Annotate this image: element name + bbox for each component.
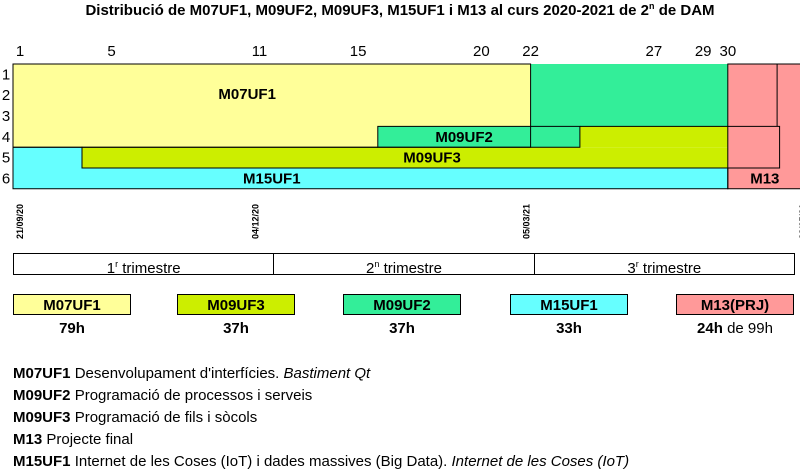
- block-m09uf2-2: [530, 126, 580, 148]
- block-m09uf2-0: [530, 64, 728, 127]
- trimester-label: trimestre: [379, 260, 442, 277]
- summary-hours: 37h: [223, 320, 249, 337]
- summary-box-1: M07UF1: [13, 294, 131, 315]
- diagram-title: Distribució de M07UF1, M09UF2, M09UF3, M…: [0, 1, 800, 19]
- block-label-m09uf2: M09UF2: [435, 129, 493, 146]
- summary-box-5: M13(PRJ): [676, 294, 794, 315]
- trimester-label: trimestre: [118, 260, 181, 277]
- trimester-sup: r: [635, 259, 639, 269]
- block-m09uf2-1: [377, 126, 531, 148]
- trimester-2: 2n trimestre: [274, 254, 535, 277]
- legend-text: Desenvolupament d'interfícies.: [70, 365, 284, 382]
- title-main: Distribució de M07UF1, M09UF2, M09UF3, M…: [85, 2, 650, 19]
- block-m15-0: [13, 147, 83, 168]
- outline-m15: [12, 146, 729, 190]
- legend-code: M15UF1: [13, 453, 71, 470]
- trimester-num: 2: [366, 260, 375, 277]
- legend-italic: Internet de les Coses (IoT): [451, 453, 630, 470]
- legend-code: M13: [13, 431, 43, 448]
- week-tick-11: 11: [252, 43, 268, 60]
- hour-row-2: 2: [2, 87, 10, 104]
- date-label-33: 28/05/21: [798, 204, 800, 239]
- summary-hours-5: 24h de 99h: [656, 320, 800, 337]
- summary-box-2: M09UF3: [177, 294, 295, 315]
- week-tick-15: 15: [350, 43, 367, 60]
- trimester-sup: r: [115, 259, 119, 269]
- hour-row-4: 4: [2, 129, 10, 146]
- week-tick-29: 29: [695, 43, 712, 60]
- legend-row-5: M15UF1 Internet de les Coses (IoT) i dad…: [13, 451, 629, 473]
- summary-hours: 37h: [389, 320, 415, 337]
- block-m15-1: [13, 168, 728, 189]
- module-legend: M07UF1 Desenvolupament d'interfícies. Ba…: [13, 363, 629, 473]
- trimester-sup: n: [374, 259, 380, 269]
- week-tick-20: 20: [473, 43, 490, 60]
- block-m09uf3-1: [579, 126, 728, 148]
- block-label-m09uf3: M09UF3: [403, 150, 461, 167]
- block-label-m07: M07UF1: [218, 86, 276, 103]
- legend-code: M09UF2: [13, 387, 71, 404]
- summary-box-3: M09UF2: [343, 294, 461, 315]
- date-label-11: 04/12/20: [251, 204, 261, 239]
- legend-row-3: M09UF3 Programació de fils i sòcols: [13, 407, 629, 429]
- hour-row-6: 6: [2, 170, 10, 187]
- week-tick-5: 5: [107, 43, 115, 60]
- outline-m13: [727, 63, 800, 190]
- legend-text: Programació de fils i sòcols: [70, 409, 258, 426]
- week-tick-22: 22: [522, 43, 539, 60]
- week-tick-1: 1: [16, 43, 24, 60]
- trimester-num: 3: [627, 260, 636, 277]
- hour-row-3: 3: [2, 108, 10, 125]
- title-tail: de DAM: [654, 2, 715, 19]
- week-tick-30: 30: [720, 43, 737, 60]
- block-m09uf3-0: [82, 147, 728, 168]
- legend-text: Projecte final: [42, 431, 134, 448]
- hour-row-1: 1: [2, 66, 10, 83]
- title-sup: n: [649, 1, 655, 11]
- legend-row-2: M09UF2 Programació de processos i servei…: [13, 385, 629, 407]
- block-label-m13: M13: [750, 170, 779, 187]
- trimester-1: 1r trimestre: [14, 254, 275, 277]
- legend-row-4: M13 Projecte final: [13, 429, 629, 451]
- date-label-22: 05/03/21: [522, 204, 532, 239]
- outline-m09uf2-band: [377, 125, 581, 148]
- legend-text: Internet de les Coses (IoT) i dades mass…: [70, 453, 452, 470]
- legend-italic: Bastiment Qt: [283, 365, 371, 382]
- summary-hours-4: 33h: [490, 320, 648, 337]
- legend-code: M07UF1: [13, 365, 71, 382]
- summary-hours-suffix: de 99h: [722, 320, 773, 337]
- summary-hours: 33h: [556, 320, 582, 337]
- legend-code: M09UF3: [13, 409, 71, 426]
- trimester-3: 3r trimestre: [535, 254, 794, 277]
- summary-hours-2: 37h: [157, 320, 315, 337]
- trimester-label: trimestre: [638, 260, 702, 277]
- legend-text: Programació de processos i serveis: [70, 387, 313, 404]
- summary-hours-3: 37h: [323, 320, 481, 337]
- legend-row-1: M07UF1 Desenvolupament d'interfícies. Ba…: [13, 363, 629, 385]
- trimester-num: 1: [106, 260, 116, 277]
- summary-hours-1: 79h: [0, 320, 151, 337]
- week-tick-27: 27: [646, 43, 663, 60]
- summary-hours: 24h: [697, 320, 723, 337]
- summary-box-4: M15UF1: [510, 294, 628, 315]
- hour-row-5: 5: [2, 150, 10, 167]
- block-label-m15: M15UF1: [243, 170, 301, 187]
- date-label-1: 21/09/20: [15, 204, 25, 239]
- summary-hours: 79h: [59, 320, 85, 337]
